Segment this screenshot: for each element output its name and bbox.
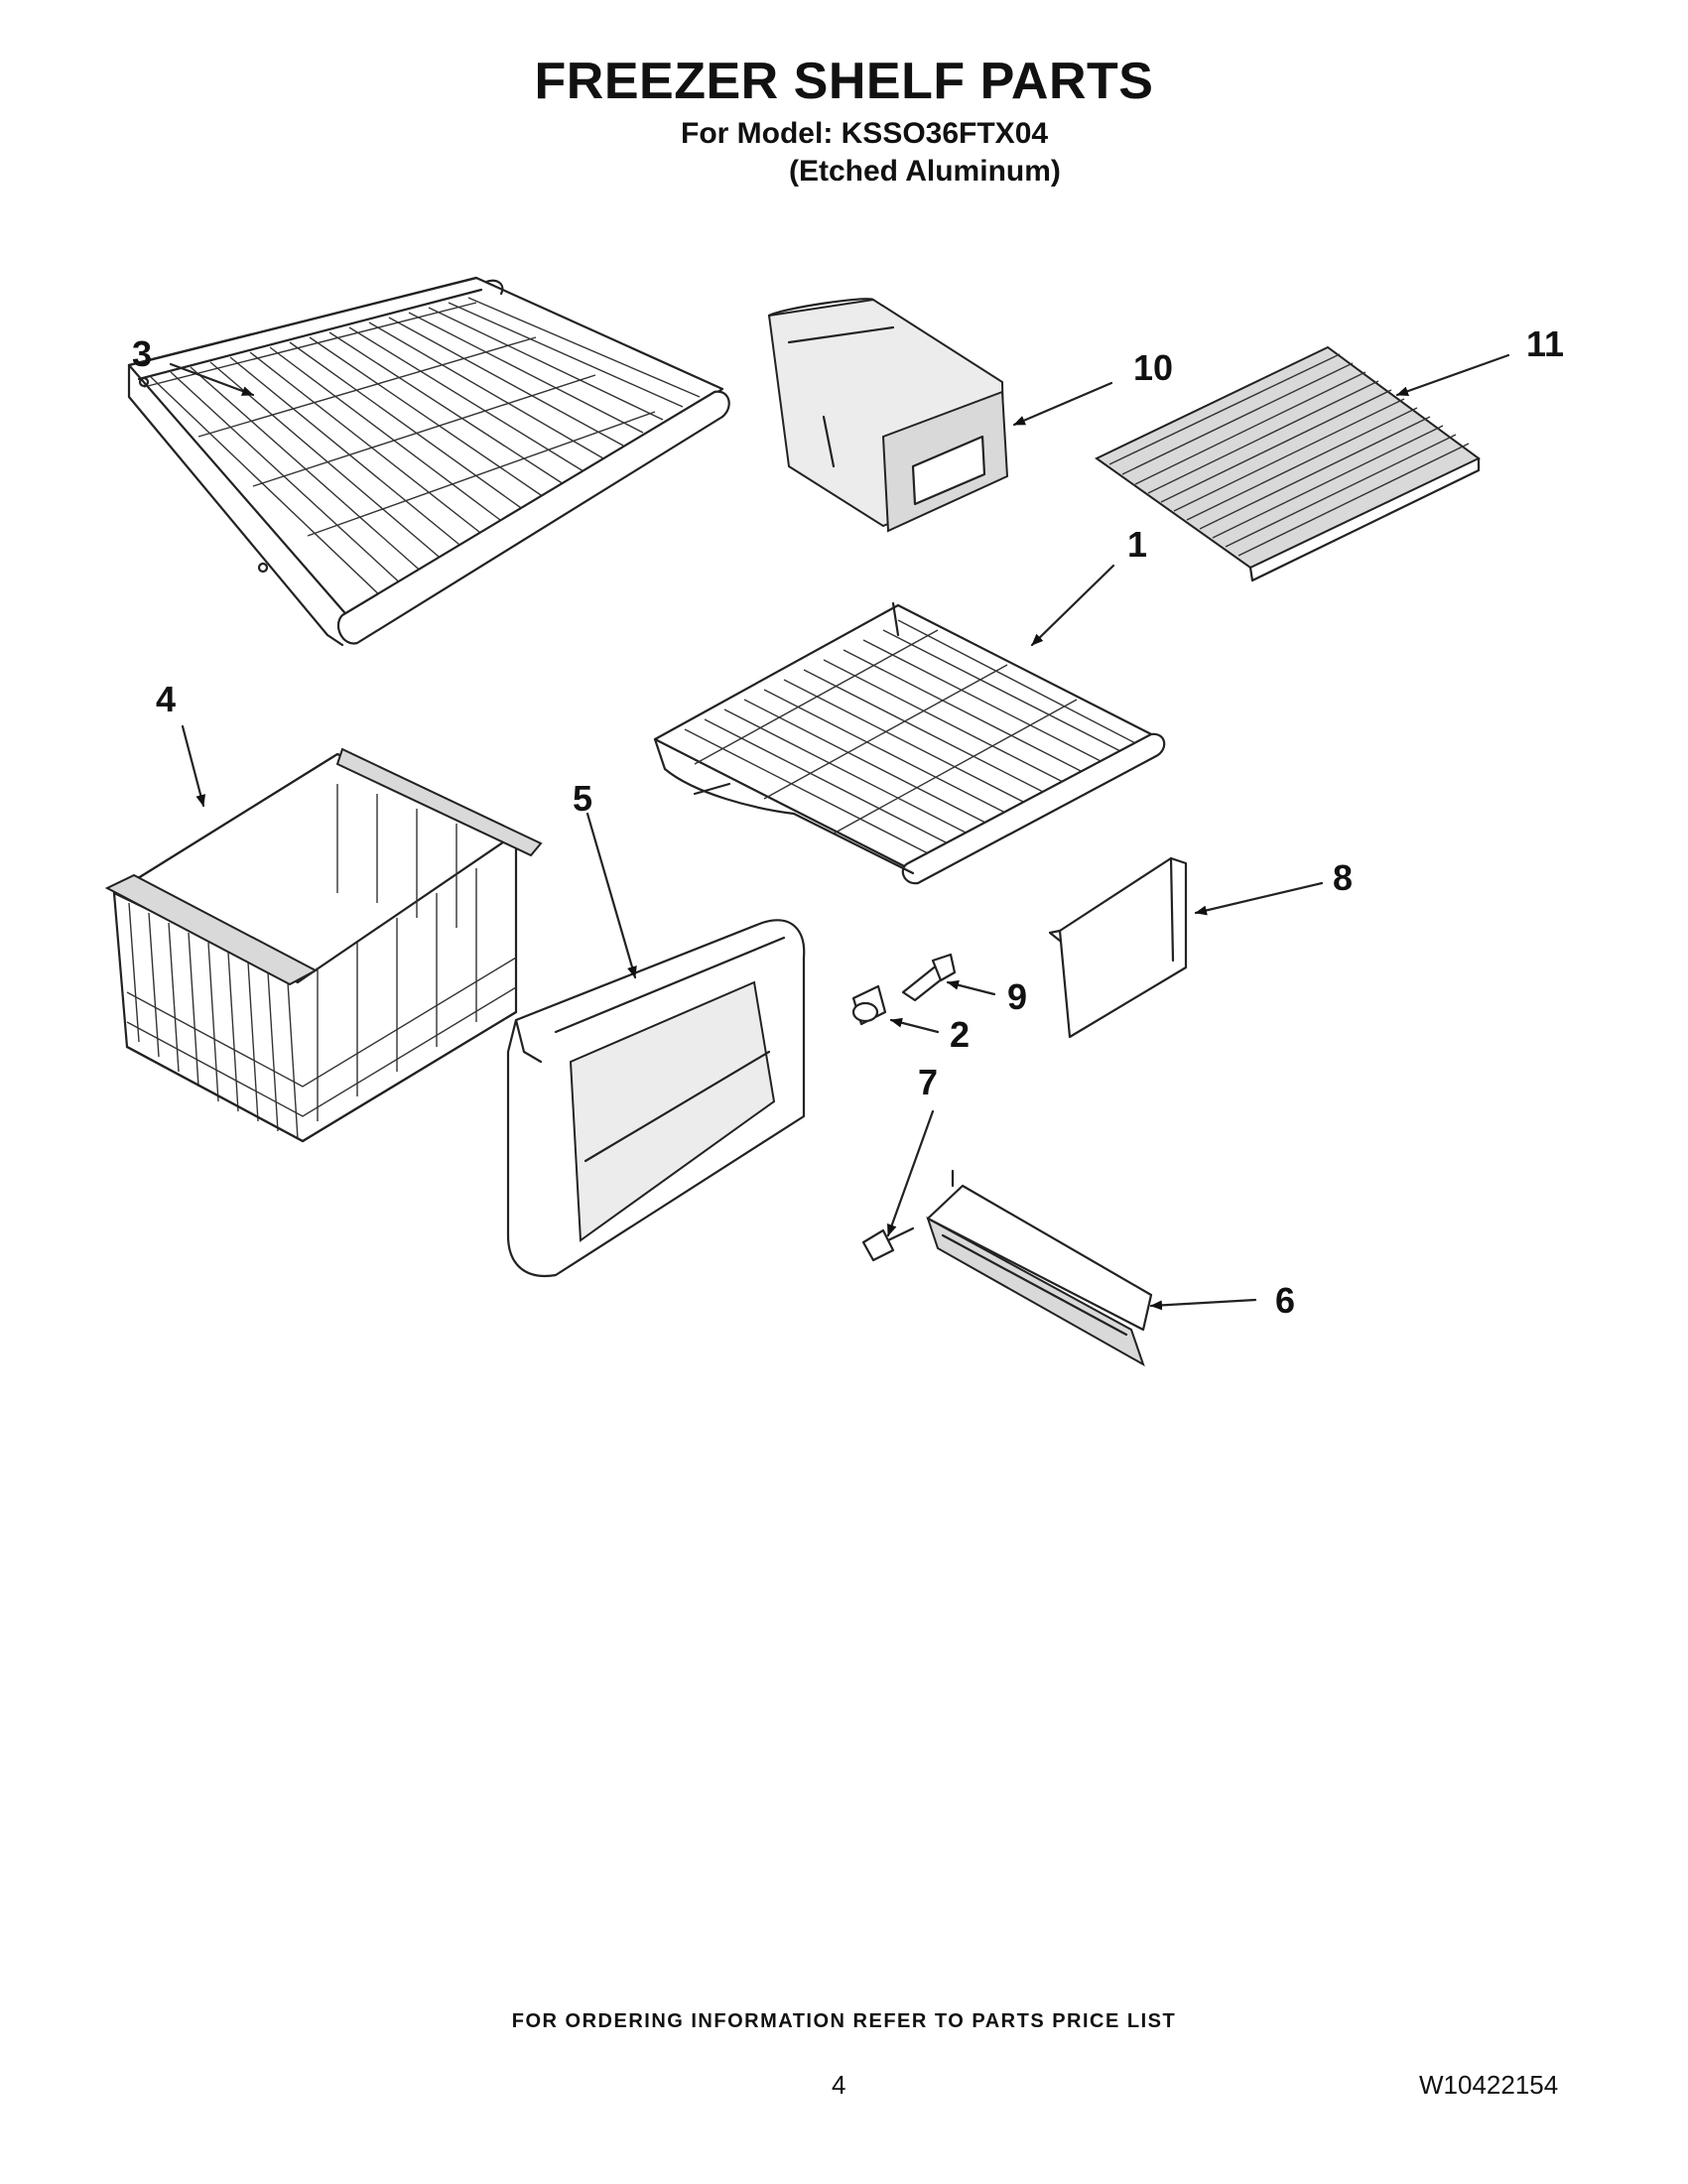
callout-10: 10 bbox=[1133, 347, 1174, 388]
part-4-wire-basket bbox=[104, 747, 543, 1143]
page-title: FREEZER SHELF PARTS bbox=[534, 53, 1154, 110]
part-6-rail bbox=[926, 1169, 1153, 1367]
ordering-note: FOR ORDERING INFORMATION REFER TO PARTS … bbox=[511, 2010, 1177, 2032]
leader-lines bbox=[169, 353, 1510, 1311]
part-11-flat-shelf bbox=[1095, 345, 1481, 582]
part-5-drawer-front bbox=[506, 919, 806, 1278]
part-9-screw bbox=[901, 953, 957, 1002]
callout-2: 2 bbox=[950, 1014, 971, 1055]
part-1-wire-shelf bbox=[653, 601, 1166, 885]
callout-7: 7 bbox=[918, 1062, 939, 1102]
callout-4: 4 bbox=[156, 679, 177, 719]
callout-5: 5 bbox=[573, 778, 593, 819]
callout-1: 1 bbox=[1127, 524, 1148, 565]
document-number: W10422154 bbox=[1419, 2070, 1559, 2100]
callout-8: 8 bbox=[1333, 857, 1354, 898]
callout-3: 3 bbox=[132, 333, 153, 374]
part-2-spacer bbox=[851, 984, 887, 1026]
part-8-panel bbox=[1048, 856, 1188, 1039]
model-line: For Model: KSSO36FTX04 bbox=[681, 117, 1049, 150]
part-10-bin bbox=[767, 298, 1009, 533]
page-number: 4 bbox=[832, 2070, 846, 2100]
callout-9: 9 bbox=[1007, 976, 1028, 1017]
part-3-wire-shelf bbox=[127, 276, 730, 647]
callout-6: 6 bbox=[1275, 1280, 1296, 1321]
finish-line: (Etched Aluminum) bbox=[789, 155, 1061, 188]
part-7-screw bbox=[861, 1226, 915, 1262]
callout-11: 11 bbox=[1526, 323, 1565, 364]
